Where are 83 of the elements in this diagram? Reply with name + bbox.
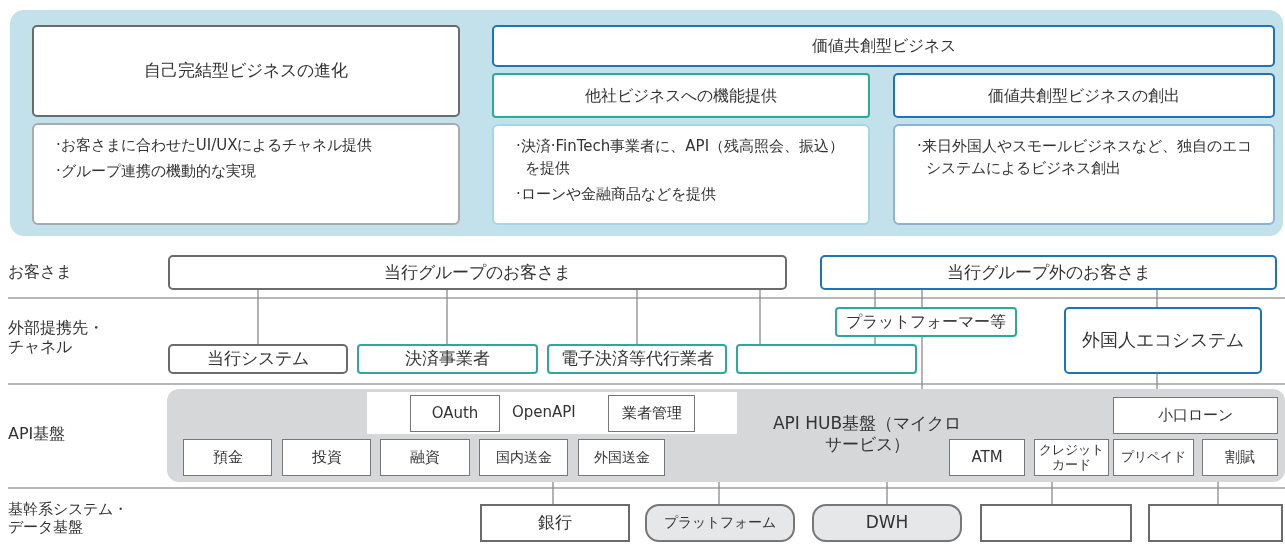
heading-box [492,25,1275,67]
bullet-text: ·お客さまに合わせたUI/UXによるチャネル提供 [56,135,374,156]
connector-line [921,336,923,390]
service-box [410,395,500,432]
system-box [480,504,630,542]
service-box [479,439,568,476]
connector-line [1156,289,1158,308]
platform-band [167,389,1285,482]
box-label: 当行システム [207,348,309,370]
text-box [492,124,870,225]
row-label: お客さま [8,262,73,282]
connector-line [446,289,448,345]
connector-line [636,289,638,345]
box-label: 他社ビジネスへの機能提供 [585,85,777,106]
text-box [893,124,1275,225]
connector-line [257,289,259,345]
service-box [282,439,371,476]
bullet-text: ·来日外国人やスモールビジネスなど、独自のエコシステムによるビジネス創出 [917,136,1253,179]
heading-box [736,344,917,374]
box-label: 業者管理 [621,404,682,423]
box-label: 価値共創型ビジネスの創出 [988,85,1180,106]
bullet-text: ·グループ連携の機動的な実現 [56,160,257,182]
system-box [980,504,1132,542]
box-label: プラットフォーム [664,514,776,532]
system-box [645,504,795,542]
heading-box [835,307,1017,337]
box-label: 国内送金 [495,448,552,467]
box-label: 外国送金 [593,448,650,467]
box-label: プリペイド [1121,449,1186,466]
heading-box [820,255,1277,290]
connector-line [718,481,720,505]
box-label: 当行グループ外のお客さま [946,261,1151,284]
connector-line [759,289,761,345]
box-label: 当行グループのお客さま [384,261,571,284]
box-label: 預金 [212,448,243,467]
connector-line [921,289,923,308]
service-box [949,439,1025,476]
connector-line [874,289,876,308]
service-box [608,395,695,432]
row-label: API基盤 [8,424,67,444]
heading-box [168,255,787,290]
box-label: 価値共創型ビジネス [811,36,956,56]
heading-box [492,73,870,118]
service-box [1113,397,1278,434]
bullet-text: ·決済·FinTech事業者に、API（残高照会、振込）を提供 [516,136,846,179]
panel-background [367,392,737,434]
heading-box [547,344,727,374]
row-label: 基幹系システム・データ基盤 [8,500,129,536]
service-box [578,439,665,476]
box-label: OpenAPI [512,403,576,422]
heading-box [168,344,348,374]
heading-box [893,73,1275,118]
panel-background [10,10,1283,236]
heading-box [357,344,538,374]
box-label: DWH [865,512,909,534]
box-label: OAuth [431,404,479,423]
box-label: 決済事業者 [405,348,490,370]
service-box [1113,439,1194,476]
box-label: 銀行 [538,512,572,534]
connector-line [1156,373,1158,390]
box-label: 投資 [311,448,342,467]
heading-box [1064,307,1262,374]
platform-title: API HUB基盤（マイクロサービス） [771,413,963,456]
box-label: 割賦 [1225,448,1255,467]
system-box [812,504,962,542]
box-label: クレジットカード [1038,443,1105,472]
box-label: 電子決済等代行業者 [560,348,714,370]
heading-box [32,25,460,117]
service-box [183,439,272,476]
connector-line [886,481,888,505]
box-label: 自己完結型ビジネスの進化 [144,60,348,82]
text-box [32,123,460,225]
service-box [380,439,470,476]
box-label: プラットフォーマー等 [846,312,1006,332]
box-label: 融資 [410,448,440,467]
connector-line [874,336,876,345]
box-label: 小口ローン [1158,406,1233,425]
row-label: 外部提携先・チャネル [8,318,105,357]
system-box [1148,504,1283,542]
box-label: ATM [971,448,1003,467]
bullet-text: ·ローンや金融商品などを提供 [516,183,717,205]
box-label: 外国人エコシステム [1082,329,1244,352]
service-box [1202,439,1278,476]
